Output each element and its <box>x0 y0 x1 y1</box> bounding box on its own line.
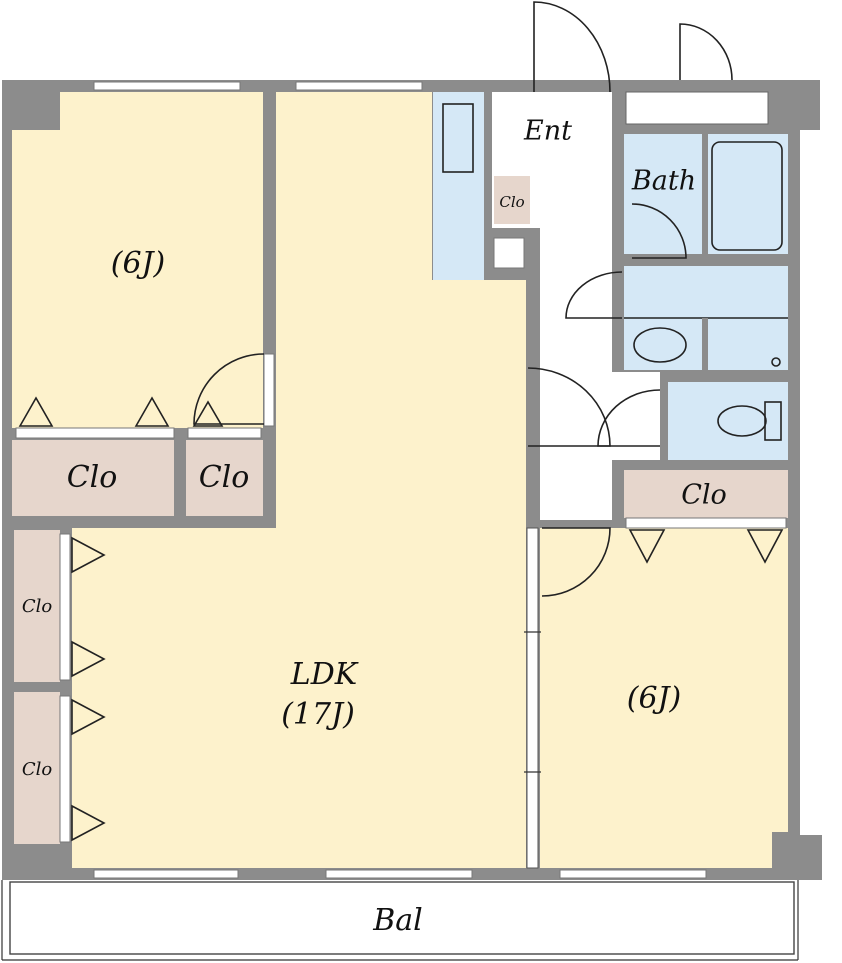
door-marker <box>628 529 666 564</box>
ldk-size-label: (17J) <box>281 697 355 732</box>
closet-room1-wide-label: Clo <box>67 460 118 495</box>
window <box>263 353 275 427</box>
closet-entrance-label: Clo <box>499 193 524 211</box>
western-room-2-floor <box>540 528 788 868</box>
kitchen-counter <box>433 92 484 280</box>
toilet-bowl <box>717 405 767 437</box>
closet-door-strip <box>59 533 71 681</box>
bathtub <box>711 141 783 251</box>
western-room-2-label: (6J) <box>627 681 682 716</box>
room2-door-swing <box>541 527 611 597</box>
closet-left-upper-label: Clo <box>22 596 53 617</box>
ldk-floor <box>72 92 526 868</box>
toilet-tank <box>764 401 782 441</box>
door-marker <box>71 536 106 574</box>
ldk-name-label: LDK <box>290 657 359 692</box>
entrance-floor <box>494 92 610 172</box>
closet-left-lower <box>14 692 60 844</box>
balcony-label: Bal <box>372 903 423 938</box>
door-marker <box>18 396 54 427</box>
window <box>295 81 423 91</box>
closet-entrance <box>494 176 530 224</box>
western-room-1-floor <box>12 92 263 428</box>
window <box>559 869 707 879</box>
toilet-room <box>668 382 788 460</box>
closet-room2 <box>624 470 788 518</box>
closet-door-markers <box>18 396 784 842</box>
hallway-floor <box>492 92 660 520</box>
room1-door-swing <box>193 353 265 425</box>
closet-left-lower-label: Clo <box>22 759 53 780</box>
bath-door-swing <box>631 203 687 259</box>
utility-box <box>625 91 769 125</box>
closet-room1-small <box>186 440 263 516</box>
window <box>93 869 239 879</box>
vanity-divider <box>702 318 708 370</box>
window <box>325 869 473 879</box>
ldk-door-swing <box>527 367 611 447</box>
bath-label: Bath <box>631 166 696 197</box>
floor-areas <box>12 92 788 868</box>
door-marker <box>71 698 106 736</box>
door-marker <box>134 396 170 427</box>
closet-door-strip <box>59 695 71 843</box>
sink <box>442 103 474 173</box>
box-shelf <box>493 237 525 269</box>
balcony <box>9 881 795 955</box>
door-marker <box>71 804 106 842</box>
closet-room2-label: Clo <box>681 480 727 511</box>
front-door-swing <box>533 1 611 93</box>
wash-basin <box>633 327 687 363</box>
closet-left-upper <box>14 530 60 682</box>
closet-door-strip <box>15 427 175 439</box>
door-marker <box>192 400 224 427</box>
closet-room1-small-label: Clo <box>199 460 250 495</box>
closet-room1-wide <box>12 440 174 516</box>
door-marker <box>746 529 784 564</box>
door-swings <box>193 1 733 597</box>
toilet-door-swing <box>597 389 661 447</box>
entrance-label: Ent <box>523 116 572 147</box>
door-marker <box>71 640 106 678</box>
washroom-door-swing <box>565 271 623 319</box>
western-room-1-label: (6J) <box>111 246 166 281</box>
utility-door-swing <box>679 23 733 81</box>
windows <box>93 81 707 879</box>
window <box>93 81 241 91</box>
closet-door-strip <box>625 517 787 529</box>
drain <box>771 357 781 367</box>
closet-door-strip <box>187 427 262 439</box>
bath-divider <box>702 134 708 254</box>
closets <box>12 176 788 844</box>
sliding-partition <box>526 527 539 869</box>
